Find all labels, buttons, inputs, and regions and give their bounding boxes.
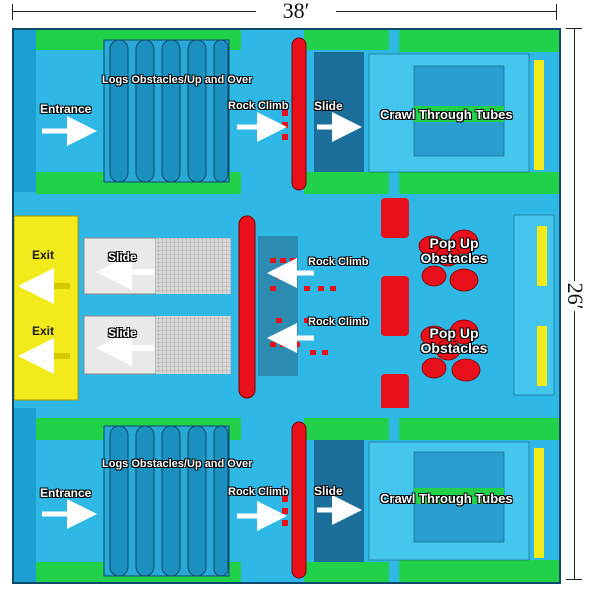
middle-slide-label-upper: Slide xyxy=(108,250,137,264)
width-dimension-label: 38′ xyxy=(256,0,336,24)
exit-label-lower: Exit xyxy=(32,324,55,338)
middle-rock-climb-wall xyxy=(238,215,256,399)
top-logs xyxy=(109,39,229,183)
top-entrance-label: Entrance xyxy=(40,102,92,116)
middle-section xyxy=(14,198,559,414)
bottom-lane xyxy=(14,408,559,582)
bottom-rock-climb-label: Rock Climb xyxy=(228,486,289,498)
red-bumper-1 xyxy=(381,198,409,238)
exit-platform xyxy=(14,215,79,401)
pop-up-line2-lower: Obstacles xyxy=(420,340,488,356)
height-dimension-tick-bottom xyxy=(566,579,582,580)
middle-slide-label-lower: Slide xyxy=(108,326,137,340)
middle-rock-climb-label-upper: Rock Climb xyxy=(308,256,369,268)
pop-up-obstacles-upper xyxy=(418,229,479,292)
slide-grid-lower xyxy=(156,316,231,374)
top-lane xyxy=(14,30,559,194)
bottom-slide-label: Slide xyxy=(314,484,343,498)
top-slide-label: Slide xyxy=(314,99,343,113)
bottom-rock-climb-wall xyxy=(291,421,307,579)
height-dimension-label: 26′ xyxy=(562,281,588,311)
bottom-entrance-label: Entrance xyxy=(40,486,92,500)
width-dimension-tick-left xyxy=(12,4,13,20)
pop-up-line1-upper: Pop Up xyxy=(429,235,479,251)
bottom-crawl-label: Crawl Through Tubes xyxy=(380,491,513,506)
obstacle-course-plan: Entrance Logs Obstacles/Up and Over Rock… xyxy=(12,28,561,584)
top-rock-climb-label: Rock Climb xyxy=(228,100,289,112)
course-drawing xyxy=(14,30,559,582)
exit-label-upper: Exit xyxy=(32,248,55,262)
pop-up-obstacles-lower xyxy=(420,319,481,382)
top-crawl-label: Crawl Through Tubes xyxy=(380,107,513,122)
red-bumper-3 xyxy=(381,374,409,414)
pop-up-obstacles-label-upper: Pop Up Obstacles xyxy=(412,236,496,266)
pop-up-line1-lower: Pop Up xyxy=(429,325,479,341)
slide-grid-upper xyxy=(156,238,231,294)
bottom-lane-yellow-strip xyxy=(534,448,544,558)
top-rock-climb-wall xyxy=(291,37,307,191)
width-dimension-tick-right xyxy=(556,4,557,20)
middle-rock-climb-label-lower: Rock Climb xyxy=(308,316,369,328)
top-logs-label: Logs Obstacles/Up and Over xyxy=(102,74,253,86)
bottom-logs xyxy=(109,425,229,577)
red-bumper-2 xyxy=(381,276,409,336)
pop-up-line2-upper: Obstacles xyxy=(420,250,488,266)
height-dimension-tick-top xyxy=(566,28,582,29)
pop-up-obstacles-label-lower: Pop Up Obstacles xyxy=(412,326,496,356)
bottom-logs-label: Logs Obstacles/Up and Over xyxy=(102,458,253,470)
top-lane-yellow-strip xyxy=(534,60,544,170)
